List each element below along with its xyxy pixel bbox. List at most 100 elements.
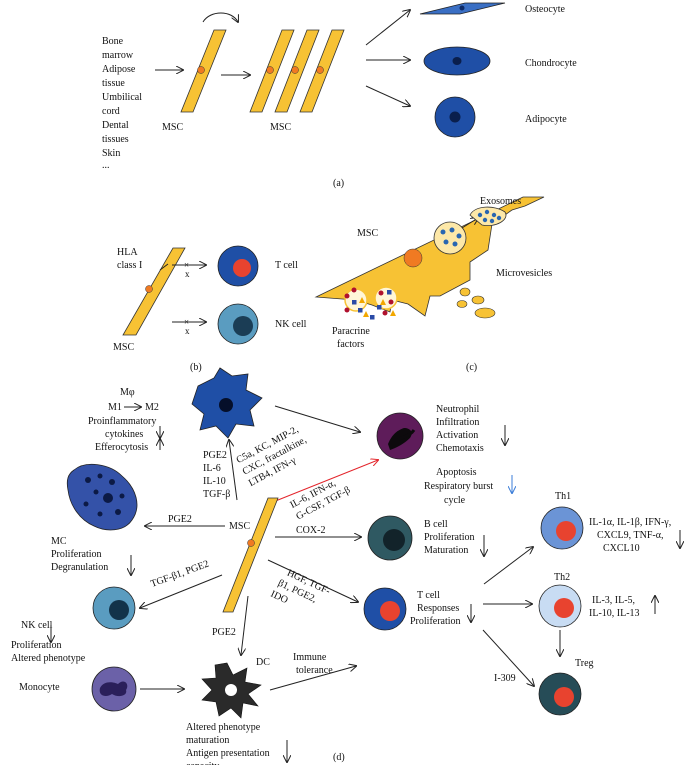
- mast-cell: [66, 463, 138, 531]
- source-line-10: ...: [102, 160, 110, 171]
- self-renewal-arrow: [202, 12, 238, 22]
- source-line-8: tissues: [102, 134, 129, 145]
- arrow-to-osteocyte: [365, 10, 410, 46]
- chondrocyte-label: Chondrocyte: [525, 58, 577, 69]
- macrophage-nucleus: [219, 398, 233, 412]
- panel-b: HLA class I × x × x T cell NK cell MSC (…: [113, 245, 307, 373]
- dc-altered-phenotype: Altered phenotype: [186, 722, 261, 733]
- central-msc-cell: [222, 497, 279, 613]
- x-label-t: x: [185, 269, 190, 279]
- apoptosis-label: Apoptosis: [436, 467, 477, 478]
- th2-label: Th2: [554, 572, 570, 583]
- tcell-d: [363, 587, 407, 631]
- tcell-responses: Responses: [417, 603, 459, 614]
- treg-cell: [538, 672, 582, 716]
- neutrophil-factors-group-1: C5a, KC, MIP-2, CXC, fractalkine, LTB4, …: [235, 424, 309, 489]
- monocyte-label: Monocyte: [19, 682, 60, 693]
- msc-cell-single: [180, 29, 227, 113]
- msc-label-1: MSC: [162, 122, 183, 133]
- dc-factor-label: PGE2: [212, 627, 236, 638]
- mphi-factor-1: PGE2: [203, 450, 227, 461]
- nkcell-label-b: NK cell: [275, 319, 307, 330]
- proinflammatory-label: Proinflammatory: [88, 416, 156, 427]
- mphi-factor-4: TGF-β: [203, 489, 230, 500]
- osteocyte-label: Osteocyte: [525, 4, 566, 15]
- th1-cell: [540, 506, 584, 550]
- immune-label: Immune: [293, 652, 327, 663]
- cytokines-label: cytokines: [105, 429, 143, 440]
- exosomes-label: Exosomes: [480, 196, 521, 207]
- bcell-proliferation: Proliferation: [424, 532, 475, 543]
- cox2-label: COX-2: [296, 525, 325, 536]
- arrow-msc-tcell: [267, 559, 358, 602]
- respiratory-burst-label: Respiratory burst: [424, 481, 493, 492]
- tissue-sources: Bone marrow Adipose tissue Umbilical cor…: [102, 36, 142, 171]
- bcell-label: B cell: [424, 519, 448, 530]
- microvesicles: [456, 287, 496, 319]
- neutrophil-label: Neutrophil: [436, 404, 480, 415]
- tolerance-label: tolerance: [296, 665, 333, 676]
- msc-label-c: MSC: [357, 228, 378, 239]
- dendritic-nucleus: [225, 684, 237, 696]
- exosome-pocket: [469, 206, 507, 227]
- nk-factor-label: TGF-β1, PGE2: [149, 559, 210, 590]
- arrow-macrophage-neutrophil: [274, 405, 360, 432]
- mc-proliferation: Proliferation: [51, 549, 102, 560]
- panel-a: Bone marrow Adipose tissue Umbilical cor…: [102, 2, 577, 189]
- caption-a: (a): [333, 178, 344, 189]
- arrow-tcell-treg: [482, 629, 534, 686]
- dc-maturation: maturation: [186, 735, 229, 746]
- source-line-2: marrow: [102, 50, 134, 61]
- inner-exosomes: [440, 227, 462, 247]
- arrow-tcell-th1: [483, 547, 533, 585]
- tcell-label-d: T cell: [417, 590, 440, 601]
- paracrine-factors: [344, 287, 396, 320]
- caption-b: (b): [190, 362, 202, 373]
- dc-antigen-presentation: Antigen presentation: [186, 748, 270, 759]
- dc-capacity: capacity: [186, 761, 219, 765]
- source-line-1: Bone: [102, 36, 124, 47]
- chondrocyte-cell: [423, 46, 491, 76]
- caption-c: (c): [466, 362, 477, 373]
- hla-label-1: HLA: [117, 247, 138, 258]
- arrow-dc-tcell: [269, 666, 356, 691]
- m2-label: M2: [145, 402, 159, 413]
- msc-nucleus-c: [403, 248, 423, 268]
- th2-cytokine-2: IL-10, IL-13: [589, 608, 640, 619]
- mc-factor-label: PGE2: [168, 514, 192, 525]
- hla-label-2: class I: [117, 260, 142, 271]
- th1-label: Th1: [555, 491, 571, 502]
- tcell-b: [217, 245, 259, 287]
- adipocyte-label: Adipocyte: [525, 114, 567, 125]
- panel-c: Exosomes MSC Microvesicles: [314, 196, 552, 373]
- block-mark-nk: ×: [184, 317, 189, 327]
- nkcell-b: [217, 303, 259, 345]
- mc-label: MC: [51, 536, 67, 547]
- th1-cytokine-2: CXCL9, TNF-α,: [597, 530, 663, 541]
- adipocyte-cell: [434, 96, 476, 138]
- th1-cytokine-3: CXCL10: [603, 543, 640, 554]
- multivesicular-body: [433, 221, 467, 255]
- msc-label-b: MSC: [113, 342, 134, 353]
- msc-label-2: MSC: [270, 122, 291, 133]
- th2-cell: [538, 584, 582, 628]
- msc-label-d: MSC: [229, 521, 250, 532]
- msc-cells-expanded: [249, 29, 345, 113]
- panel-d: Mφ M1 M2 Proinflammatory cytokines Effer…: [11, 367, 680, 765]
- mphi-factor-2: IL-6: [203, 463, 221, 474]
- monocyte-cell: [91, 666, 137, 712]
- nk-proliferation: Proliferation: [11, 640, 62, 651]
- arrow-msc-dc: [241, 595, 249, 655]
- th1-cytokine-1: IL-1α, IL-1β, IFN-γ,: [589, 517, 671, 528]
- caption-d: (d): [333, 752, 345, 763]
- macrophage-label: Mφ: [120, 387, 135, 398]
- paracrine-label-1: Paracrine: [332, 326, 370, 337]
- neutrophil-chemotaxis: Chemotaxis: [436, 443, 484, 454]
- m1-label: M1: [108, 402, 122, 413]
- released-exosomes: [477, 209, 502, 224]
- source-line-6: cord: [102, 106, 120, 117]
- bcell-maturation: Maturation: [424, 545, 468, 556]
- neutrophil-factors-group-2: IL-6, IFN-α, G-CSF, TGF-β: [288, 478, 352, 523]
- tcell-label-b: T cell: [275, 260, 298, 271]
